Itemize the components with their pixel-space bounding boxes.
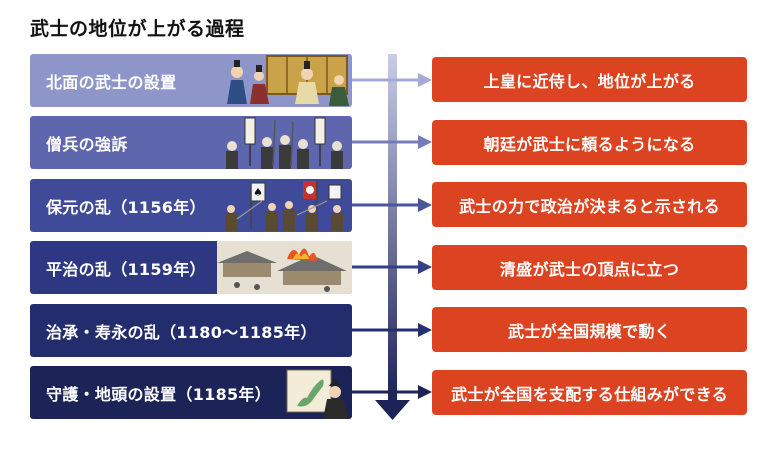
stage-label: 平治の乱（1159年）: [46, 259, 206, 279]
svg-text:♠: ♠: [253, 186, 263, 199]
connector-arrow-2: [352, 135, 432, 149]
connector-arrow-5: [352, 323, 432, 337]
stage-label: 僧兵の強訴: [46, 134, 128, 154]
stage-box-6: 守護・地頭の設置（1185年）: [30, 366, 352, 419]
stage-label: 北面の武士の設置: [46, 72, 177, 92]
stage-box-1: 北面の武士の設置: [30, 54, 352, 107]
main-arrow-head: [375, 400, 410, 420]
result-box-1: 上皇に近侍し、地位が上がる: [432, 57, 747, 102]
connector-arrow-6: [352, 385, 432, 399]
main-arrow-shaft: [388, 54, 397, 400]
connector-arrow-3: [352, 198, 432, 212]
warrior-monks-icon: [226, 117, 343, 169]
result-box-4: 清盛が武士の頂点に立つ: [432, 245, 747, 290]
battle-soldiers-icon: ♠: [225, 181, 343, 231]
result-box-3: 武士の力で政治が決まると示される: [432, 182, 747, 227]
stage-box-5: 治承・寿永の乱（1180〜1185年）: [30, 304, 352, 357]
court-nobles-icon: [227, 55, 349, 106]
map-samurai-icon: [286, 369, 349, 419]
stage-label: 治承・寿永の乱（1180〜1185年）: [46, 322, 317, 342]
stage-box-4: 平治の乱（1159年）: [30, 241, 352, 294]
burning-palace-icon: [217, 241, 352, 294]
stage-label: 守護・地頭の設置（1185年）: [46, 384, 272, 404]
connector-arrow-1: [352, 73, 432, 87]
stage-label: 保元の乱（1156年）: [46, 197, 206, 217]
result-box-5: 武士が全国規模で動く: [432, 307, 747, 352]
diagram-title: 武士の地位が上がる過程: [30, 18, 245, 40]
stage-box-2: 僧兵の強訴: [30, 116, 352, 169]
connector-arrow-4: [352, 260, 432, 274]
result-box-6: 武士が全国を支配する仕組みができる: [432, 370, 747, 415]
stage-box-3: 保元の乱（1156年） ♠: [30, 179, 352, 232]
result-box-2: 朝廷が武士に頼るようになる: [432, 120, 747, 165]
